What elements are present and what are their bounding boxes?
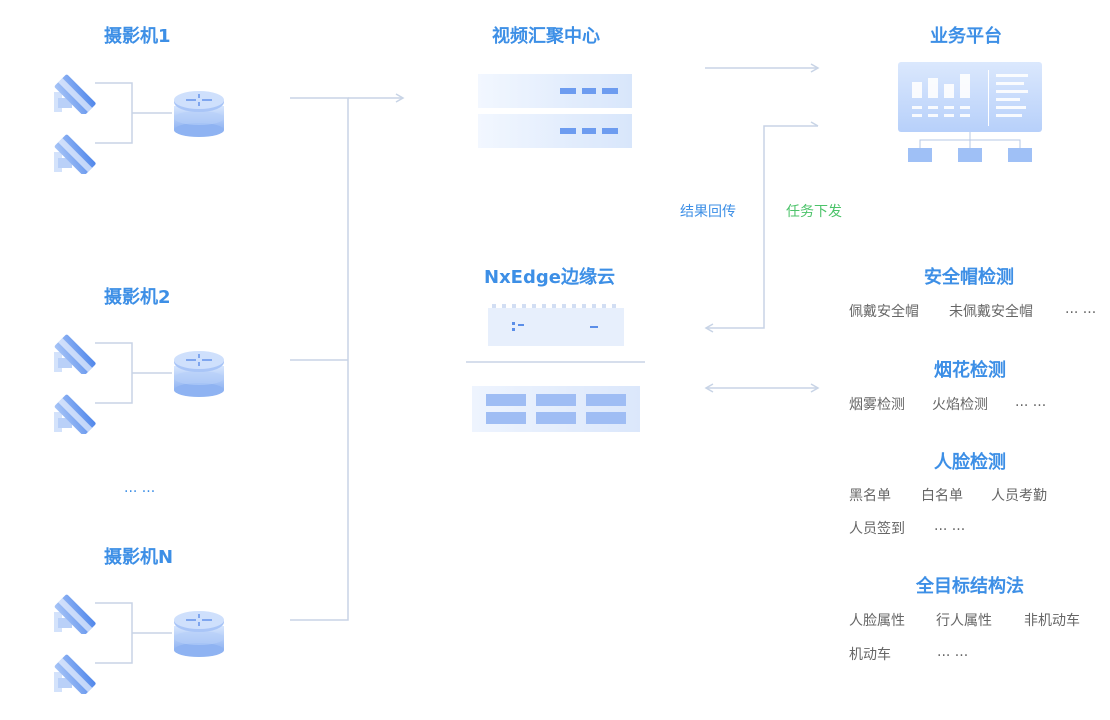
camera-icon [52,62,104,114]
router-icon [172,346,228,398]
camera-group-1-title: 摄影机1 [104,26,171,47]
camera-group-n-title: 摄影机N [104,547,174,568]
router-icon [172,606,228,658]
capability-title-fire: 烟花检测 [934,360,1006,381]
camera-icon [52,582,104,634]
capability-item: 人员签到 [849,521,905,537]
capability-item: 行人属性 [936,613,992,629]
capability-item: 火焰检测 [932,397,988,413]
capability-title-face: 人脸检测 [934,452,1006,473]
capability-item: 非机动车 [1024,613,1080,629]
capability-item: 佩戴安全帽 [849,304,919,320]
camera-icon [52,322,104,374]
server-rack-icon [472,386,640,438]
capability-item: 人脸属性 [849,613,905,629]
video-center-title: 视频汇聚中心 [492,26,600,47]
dashboard-icon [898,62,1042,168]
result-back-label: 结果回传 [680,204,736,220]
capability-item: ... ... [1065,301,1097,317]
capability-item: ... ... [934,518,966,534]
capability-item: 白名单 [921,488,963,504]
capability-item: 烟雾检测 [849,397,905,413]
camera-icon [52,382,104,434]
edge-device-icon [486,304,626,352]
capability-item: ... ... [937,644,969,660]
camera-icon [52,122,104,174]
platform-title: 业务平台 [930,26,1002,47]
capability-title-helmet: 安全帽检测 [924,267,1014,288]
capability-item: 黑名单 [849,488,891,504]
capability-item: ... ... [1015,394,1047,410]
task-down-label: 任务下发 [786,204,842,220]
server-icon [478,72,632,156]
router-icon [172,86,228,138]
capability-item: 未佩戴安全帽 [949,304,1033,320]
capability-item: 机动车 [849,647,891,663]
capability-title-structure: 全目标结构法 [916,576,1024,597]
camera-group-2-title: 摄影机2 [104,287,171,308]
camera-ellipsis: ... ... [124,480,156,496]
edge-cloud-title: NxEdge边缘云 [484,267,615,288]
capability-item: 人员考勤 [991,488,1047,504]
camera-icon [52,642,104,694]
